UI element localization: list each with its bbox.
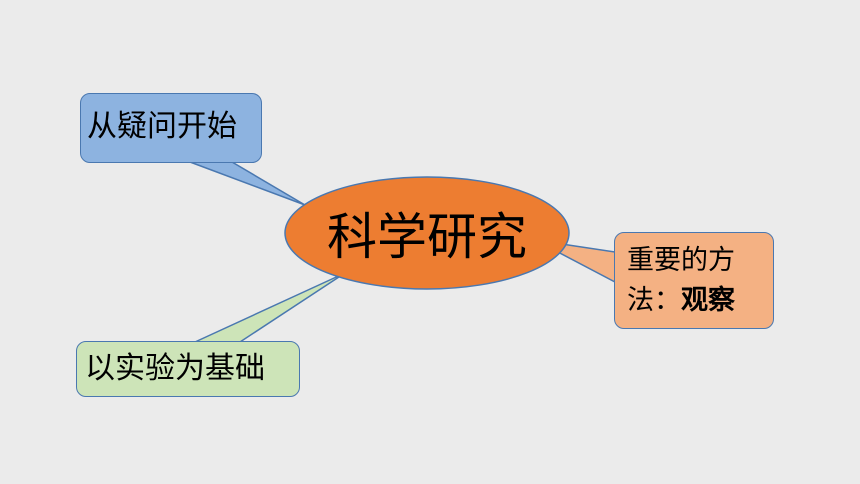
callout-method-bold: 观察 [681, 285, 735, 316]
callout-method-line1: 重要的方 [627, 245, 735, 276]
center-node-label: 科学研究 [327, 208, 527, 266]
callout-method: 重要的方 法：观察 [614, 232, 774, 329]
callout-method-line2: 法：观察 [627, 281, 773, 321]
callout-question: 从疑问开始 [80, 93, 262, 163]
callout-experiment: 以实验为基础 [76, 341, 300, 397]
center-ellipse [284, 176, 570, 290]
callout-experiment-text: 以实验为基础 [85, 351, 265, 386]
callout-question-text: 从疑问开始 [87, 109, 237, 144]
callout-method-prefix: 法： [627, 285, 681, 316]
